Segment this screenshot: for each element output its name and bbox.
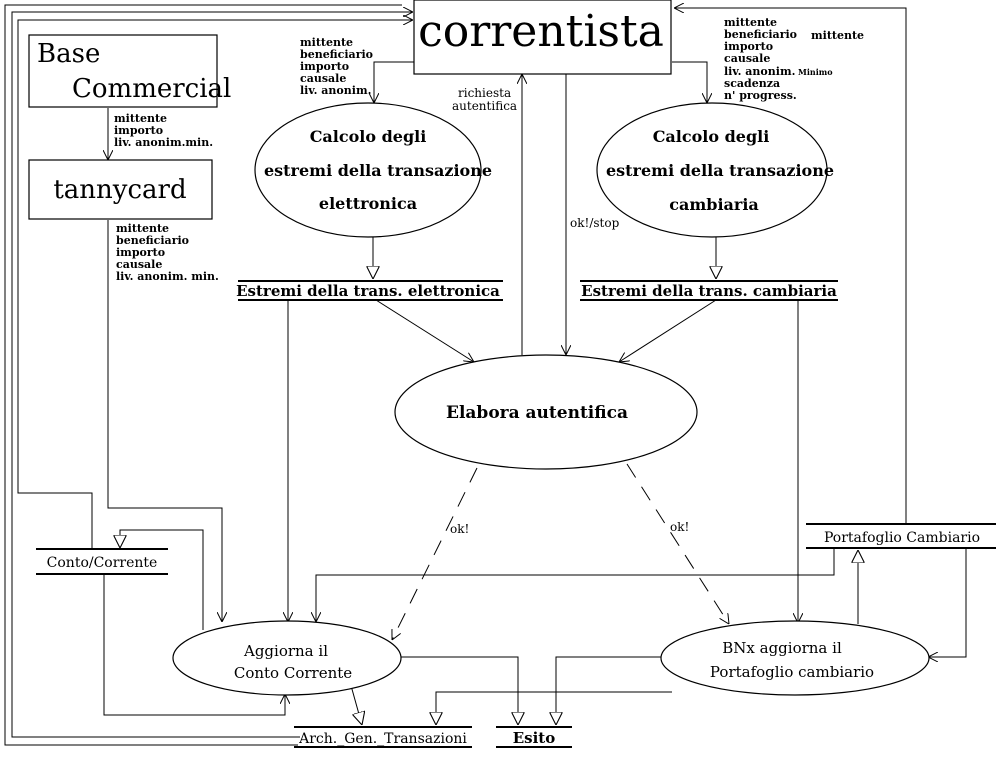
entity-base-label-1: Base [37, 39, 100, 69]
store-esito: Esito [496, 726, 572, 748]
entity-box [413, 0, 672, 75]
store-label: Arch._Gen._Transazioni [298, 731, 467, 747]
flow-correntista-to-calc-elet [374, 61, 415, 103]
flow-portafoglio-to-aggiorna [316, 548, 835, 622]
store-label: Portafoglio Cambiario [824, 530, 980, 546]
flow-aggiorna-to-arch [349, 681, 362, 725]
process-ellipse [172, 620, 402, 696]
flow-portafoglio-to-correntista [674, 8, 907, 523]
flow-label-line: mittente [116, 222, 169, 235]
process-label: Elabora autentifica [446, 403, 628, 423]
process-label-2: Portafoglio cambiario [710, 663, 874, 681]
entity-base-commercial: Base Commercial [28, 34, 231, 108]
flow-label-line: importo [114, 124, 163, 137]
flow-portafoglio-to-bnx [928, 548, 967, 657]
flow-label-tannycard-aggiorna: mittente beneficiario importo causale li… [116, 222, 219, 283]
flow-label-line: liv. anonim.min. [114, 136, 213, 149]
process-label-1: Calcolo degli [653, 127, 770, 146]
flow-label-line: mittente [811, 29, 864, 42]
store-label: Esito [513, 729, 556, 747]
store-estremi-elettronica: Estremi della trans. elettronica [236, 280, 503, 301]
flow-label-base-tannycard: mittente importo liv. anonim.min. [114, 112, 213, 149]
process-label-1: BNx aggiorna il [722, 639, 842, 657]
process-label-2: estremi della transazione [264, 161, 492, 180]
flow-store-camb-to-elabora [619, 299, 717, 362]
flow-label-richiesta: richiesta autentifica [452, 86, 517, 113]
process-aggiorna-conto: Aggiorna il Conto Corrente [172, 620, 402, 696]
flow-label-line: n' progress. [724, 89, 797, 102]
process-elabora-autentifica: Elabora autentifica [394, 354, 698, 470]
flow-correntista-to-calc-camb [672, 61, 707, 103]
flow-label-line: importo [116, 246, 165, 259]
flow-label-line: scadenza [724, 77, 780, 90]
process-label-3: cambiaria [669, 195, 759, 214]
store-label: Conto/Corrente [47, 555, 158, 571]
entity-box [28, 34, 218, 108]
flow-aggiorna-to-conto [120, 529, 204, 630]
flow-label-correntista-calc-elet: mittente beneficiario importo causale li… [300, 36, 373, 97]
flow-label-line: causale [300, 72, 346, 85]
entity-correntista: correntista [413, 0, 672, 75]
flow-label-correntista-calc-camb: mittente beneficiario mittente importo c… [724, 16, 864, 102]
flow-label-line: causale [724, 52, 770, 65]
process-bnx-aggiorna: BNx aggiorna il Portafoglio cambiario [660, 620, 930, 696]
process-label-1: Aggiorna il [243, 642, 328, 660]
flow-label-line: liv. anonim. min. [116, 270, 219, 283]
flow-conto-to-correntista [17, 20, 413, 548]
flow-outer-loop-1 [4, 4, 402, 746]
flow-tannycard-to-aggiorna [107, 220, 222, 622]
store-estremi-cambiaria: Estremi della trans. cambiaria [580, 280, 838, 301]
flow-label-line: beneficiario [300, 48, 373, 61]
flow-label-line: liv. anonim. [300, 84, 371, 97]
flow-outer-loop-2 [11, 12, 413, 738]
flow-label-line: liv. anonim. [724, 65, 795, 78]
entity-box [28, 159, 213, 220]
store-label: Estremi della trans. elettronica [236, 282, 500, 300]
process-label-2: estremi della transazione [606, 161, 834, 180]
process-ellipse [596, 102, 828, 238]
flow-label-line: mittente [114, 112, 167, 125]
flow-label-line: beneficiario [116, 234, 189, 247]
store-portafoglio-cambiario: Portafoglio Cambiario [806, 523, 996, 549]
store-label: Estremi della trans. cambiaria [581, 282, 837, 300]
flow-conto-to-aggiorna [103, 575, 285, 716]
store-conto-corrente: Conto/Corrente [36, 548, 168, 575]
entity-base-label-2: Commercial [72, 74, 231, 104]
flow-store-elet-to-elabora [375, 299, 474, 362]
flow-ok-to-aggiorna [392, 467, 478, 640]
process-label-3: elettronica [319, 194, 417, 213]
entity-correntista-label: correntista [418, 6, 664, 57]
flow-label-line: mittente [300, 36, 353, 49]
flow-label-line: richiesta [458, 86, 511, 100]
entity-tannycard: tannycard [28, 159, 213, 220]
flow-aggiorna-to-esito [401, 656, 518, 725]
process-label-1: Calcolo degli [310, 127, 427, 146]
flow-label-line: importo [724, 40, 773, 53]
process-ellipse [394, 354, 698, 470]
flow-label-line: autentifica [452, 99, 517, 113]
flow-label-line: causale [116, 258, 162, 271]
flow-label-line: beneficiario [724, 28, 797, 41]
flow-label-ok-left: ok! [450, 522, 469, 536]
process-calcolo-elettronica: Calcolo degli estremi della transazione … [254, 102, 492, 238]
flow-label-ok-right: ok! [670, 520, 689, 534]
flow-label-line: mittente [724, 16, 777, 29]
flow-ok-to-bnx [626, 463, 729, 624]
flow-label-line: importo [300, 60, 349, 73]
flow-label-line: Minimo [798, 67, 833, 77]
store-arch-gen-transazioni: Arch._Gen._Transazioni [294, 726, 472, 748]
flow-bnx-to-esito [556, 656, 662, 725]
process-label-2: Conto Corrente [234, 664, 352, 682]
process-calcolo-cambiaria: Calcolo degli estremi della transazione … [596, 102, 834, 238]
process-ellipse [660, 620, 930, 696]
flow-label-okstop: ok!/stop [570, 216, 620, 230]
connectors [4, 4, 967, 746]
flow-bnx-to-arch [436, 691, 672, 725]
entity-tannycard-label: tannycard [53, 175, 186, 205]
process-ellipse [254, 102, 482, 238]
